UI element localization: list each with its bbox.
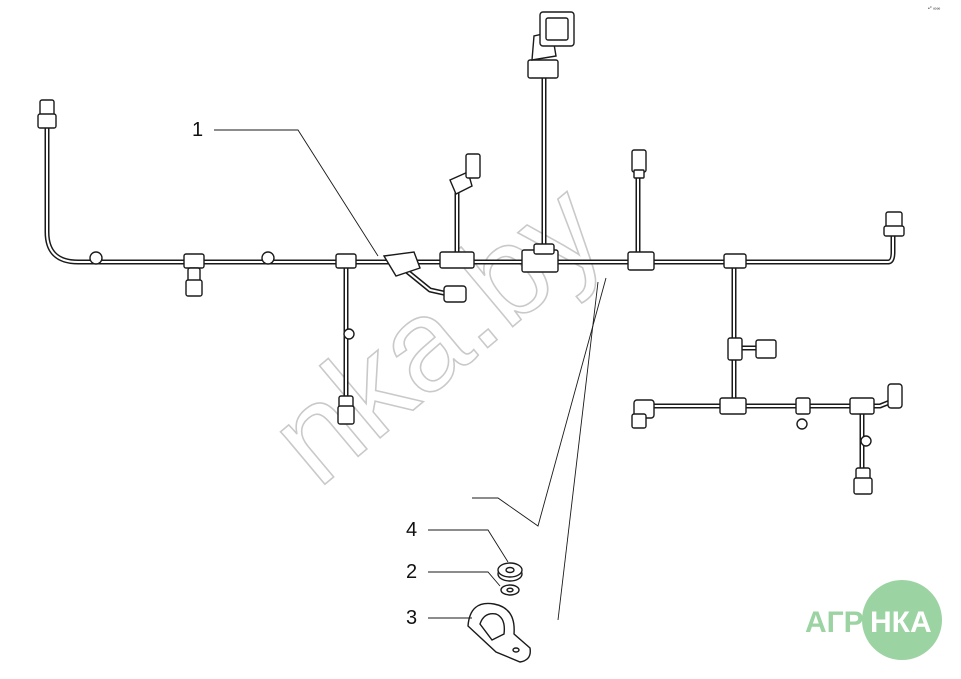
callout-4: 4 xyxy=(406,519,417,541)
leader-lines xyxy=(214,129,607,621)
callout-2: 2 xyxy=(406,561,417,583)
small-parts xyxy=(467,562,531,663)
watermark-text: nka.by xyxy=(242,153,629,511)
logo-left-text: АГРО xyxy=(805,606,887,639)
logo-right-text: НКА xyxy=(870,606,932,639)
callout-3: 3 xyxy=(406,607,417,629)
callout-labels: 1 4 2 3 xyxy=(192,119,417,629)
callout-1: 1 xyxy=(192,119,203,141)
agronka-logo: АГРО НКА xyxy=(805,580,942,660)
watermark: nka.by xyxy=(241,153,630,513)
corner-mark: •° ∞∞ xyxy=(928,6,941,12)
harness-connectors xyxy=(37,11,905,495)
logo-circle xyxy=(862,580,942,660)
